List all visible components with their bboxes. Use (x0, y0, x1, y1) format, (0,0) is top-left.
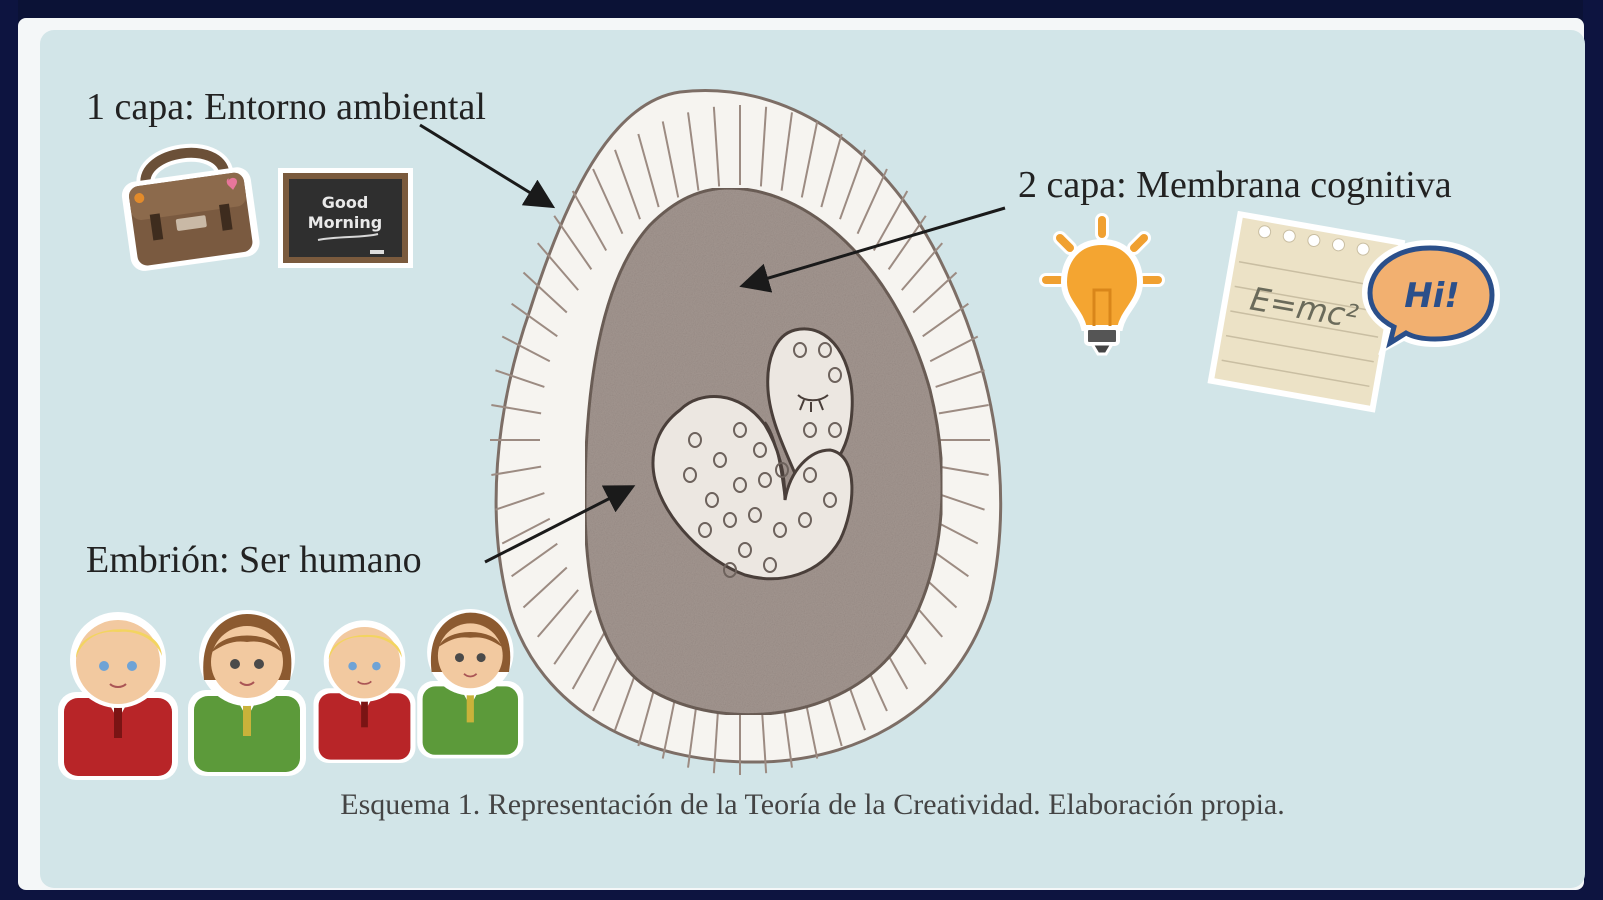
satchel-icon (121, 143, 260, 271)
arrow-layer1 (419, 123, 556, 209)
label-embryo: Embrión: Ser humano (86, 539, 422, 581)
creativity-diagram: Good Morning (58, 89, 1500, 780)
arrow-layer2 (739, 206, 1006, 293)
student-boy-icon (58, 612, 178, 780)
screen-frame-left (0, 0, 18, 900)
embryo-body (651, 395, 854, 581)
student-girl-icon (417, 609, 524, 759)
chalkboard-text-line2: Morning (308, 213, 383, 232)
screen-frame-top (0, 0, 1603, 20)
screen-frame-right (1583, 0, 1603, 900)
notepad-icon: E=mc² (1207, 210, 1406, 413)
chalkboard-icon: Good Morning (278, 168, 413, 268)
student-boy-icon (313, 620, 416, 763)
diagram-caption: Esquema 1. Representación de la Teoría d… (340, 788, 1285, 821)
screen-frame-bottom (0, 888, 1603, 900)
lightbulb-icon (1039, 213, 1165, 356)
embryo-dots (683, 342, 842, 578)
diagram-panel: Good Morning (40, 30, 1585, 888)
speech-bubble-text: Hi! (1404, 276, 1460, 316)
embryo-eye (797, 394, 829, 402)
chalkboard-text-line1: Good (322, 193, 369, 212)
speech-bubble-icon: Hi! (1362, 240, 1500, 355)
embryo-fold-line (764, 421, 786, 501)
arrow-embryo (484, 485, 636, 564)
embryo-eyelashes (799, 399, 824, 412)
student-girl-icon (188, 610, 306, 776)
label-layer1: 1 capa: Entorno ambiental (86, 86, 486, 128)
label-layer2: 2 capa: Membrana cognitiva (1018, 164, 1452, 206)
